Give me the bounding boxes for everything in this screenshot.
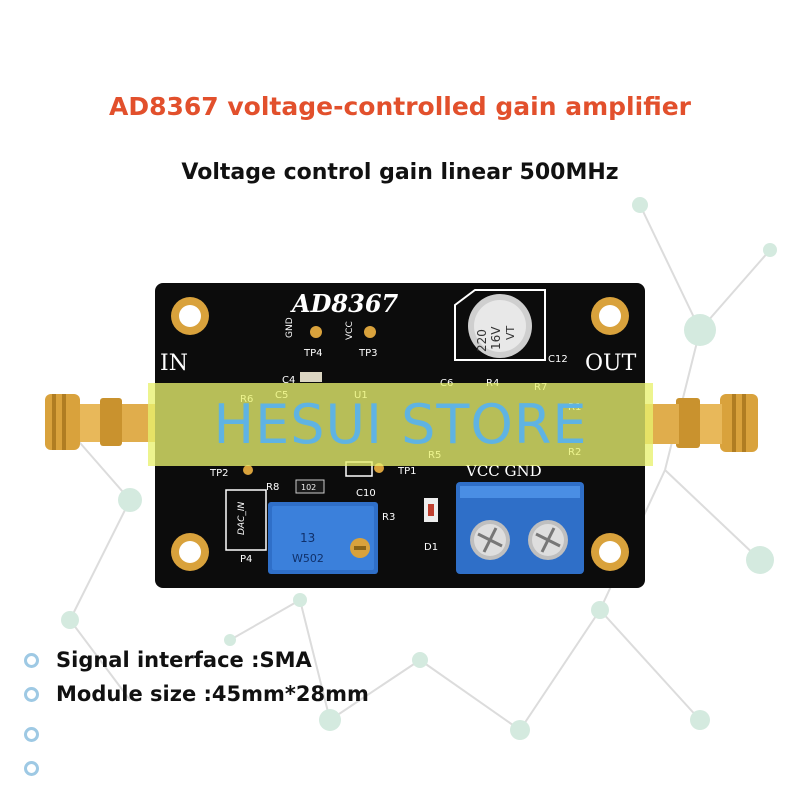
bullet-circle-icon (24, 687, 39, 702)
store-watermark: HESUI STORE (148, 383, 653, 466)
silk-d1: D1 (424, 542, 438, 553)
spec-item-signal: Signal interface :SMA (22, 643, 369, 677)
silk-gnd: GND (285, 317, 295, 338)
bullet-circle-icon (24, 727, 39, 742)
chip-label: AD8367 (290, 289, 399, 318)
sma-connector-out (645, 394, 758, 452)
pot-value: W502 (292, 552, 324, 565)
silk-tp2: TP2 (209, 468, 229, 479)
product-subtitle: Voltage control gain linear 500MHz (181, 160, 619, 185)
silk-c10: C10 (356, 488, 376, 499)
screw-terminal (456, 482, 584, 574)
resistor-code: 102 (301, 483, 316, 492)
out-label: OUT (585, 351, 637, 376)
pot-marking: 13 (300, 531, 315, 545)
capacitor-value: 220 (475, 329, 489, 352)
silk-vcc: VCC (345, 321, 355, 340)
silk-tp1: TP1 (397, 466, 417, 477)
silk-vcc-gnd: VCC GND (465, 462, 542, 480)
sma-connector-in (45, 394, 158, 450)
bullet-circle-icon (24, 653, 39, 668)
spec-size-text: Module size :45mm*28mm (56, 682, 369, 706)
silk-tp4: TP4 (303, 348, 323, 359)
silk-tp3: TP3 (358, 348, 378, 359)
capacitor-series: VT (504, 325, 517, 340)
in-label: IN (160, 351, 188, 376)
watermark-text: HESUI STORE (213, 393, 588, 456)
bullet-circle-icon (24, 761, 39, 776)
silk-dac-in: DAC_IN (237, 501, 247, 535)
spec-item-empty (22, 711, 369, 755)
silk-r8: R8 (266, 482, 279, 493)
product-title: AD8367 voltage-controlled gain amplifier (108, 92, 692, 121)
spec-signal-text: Signal interface :SMA (56, 648, 312, 672)
silk-c12: C12 (548, 354, 568, 365)
capacitor-voltage: 16V (489, 326, 503, 350)
spec-item-size: Module size :45mm*28mm (22, 677, 369, 711)
silk-p4: P4 (240, 554, 252, 565)
spec-item-empty (22, 755, 369, 799)
silk-r3: R3 (382, 512, 395, 523)
spec-list: Signal interface :SMA Module size :45mm*… (22, 643, 369, 799)
silk-c4: C4 (282, 375, 295, 386)
